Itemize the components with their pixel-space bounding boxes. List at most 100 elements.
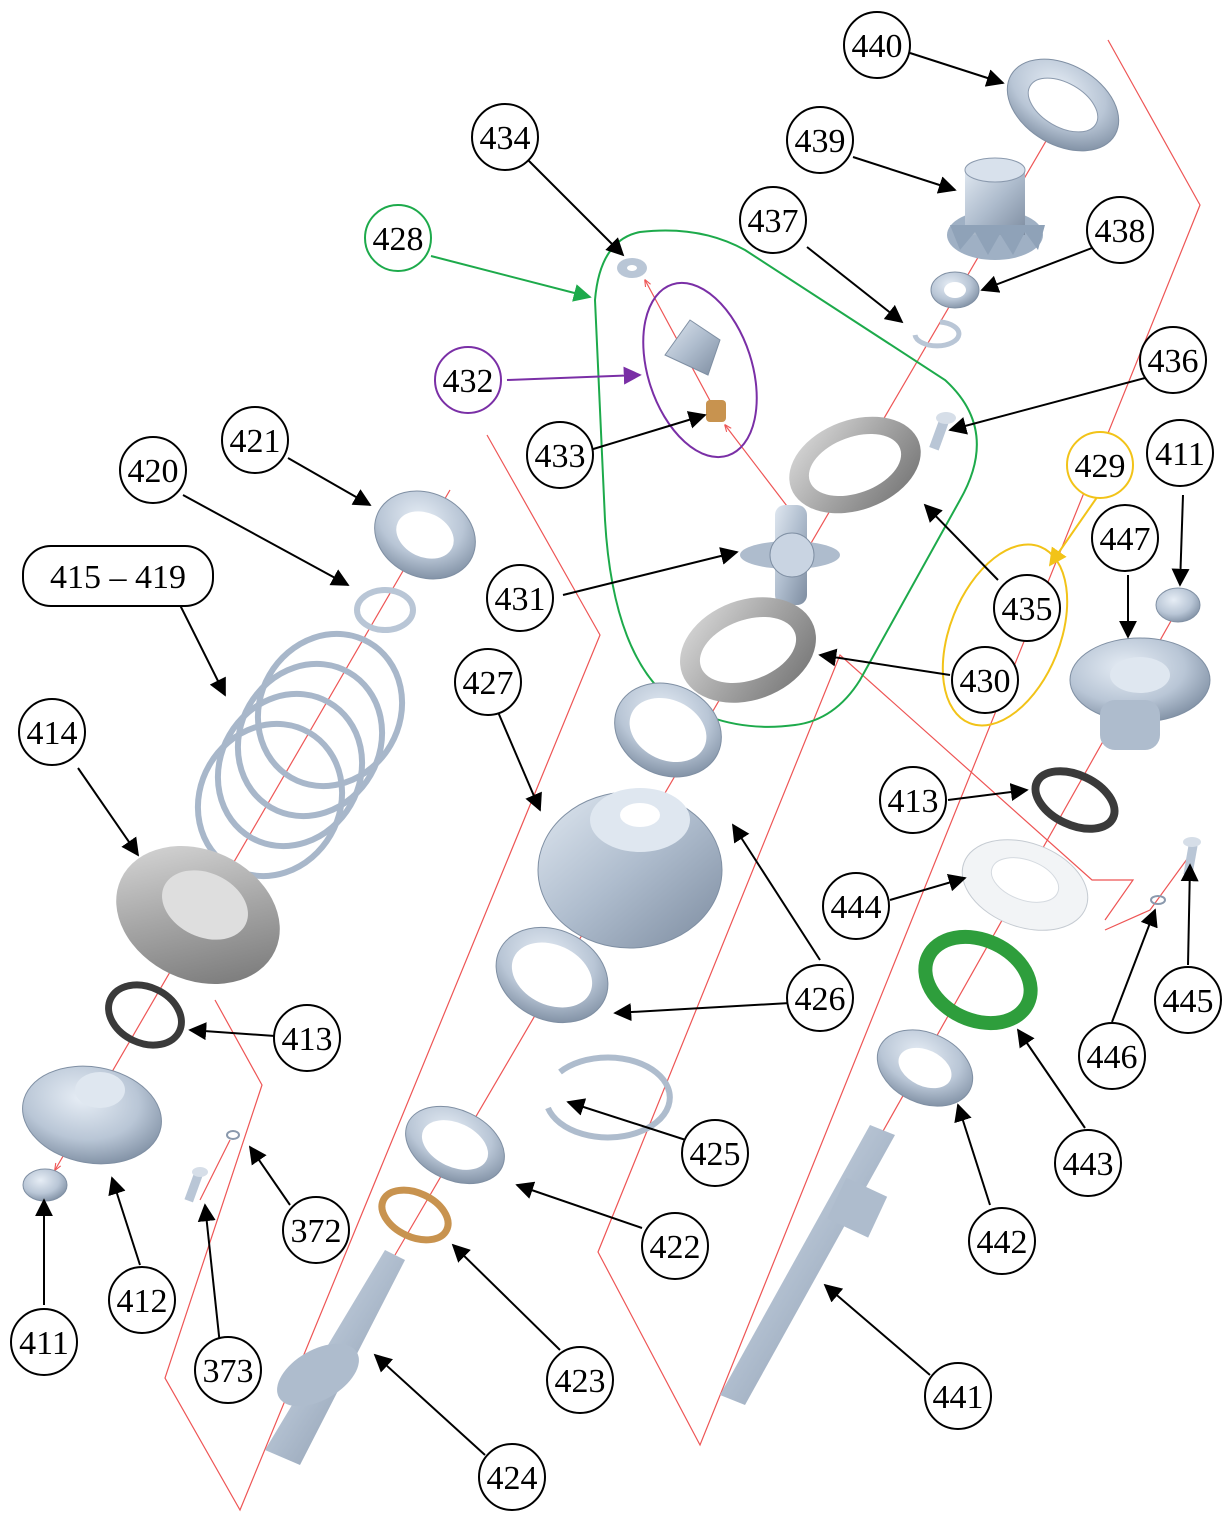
callout-434: 434 (471, 103, 539, 171)
part-427-crown-gear (537, 788, 723, 949)
callout-label: 441 (933, 1379, 984, 1416)
part-445-bolt (1183, 837, 1201, 876)
callout-423: 423 (546, 1346, 614, 1414)
part-438-small-bearing (930, 271, 980, 309)
part-421-bearing (374, 490, 476, 580)
part-432-bevel-gear (664, 319, 721, 376)
part-433-bushing (706, 400, 726, 422)
callout-label: 439 (795, 123, 846, 160)
callout-bubbles: 440 439 434 437 438 428 432 436 433 421 420 429 411 4… (10, 11, 1222, 1511)
callout-label: 442 (977, 1224, 1028, 1261)
callout-label: 423 (555, 1363, 606, 1400)
callout-429: 429 (1066, 431, 1134, 499)
callout-421: 421 (221, 406, 289, 474)
callout-label: 446 (1087, 1039, 1138, 1076)
group-outline-429 (941, 543, 1069, 727)
callout-439: 439 (786, 106, 854, 174)
callout-432: 432 (434, 346, 502, 414)
callout-label: 445 (1163, 983, 1214, 1020)
callout-label: 372 (291, 1213, 342, 1250)
callout-label: 411 (19, 1325, 69, 1362)
callout-411a: 411 (1146, 419, 1214, 487)
callout-label: 411 (1155, 436, 1205, 473)
part-436-bolt (929, 412, 956, 451)
part-420-shim (354, 587, 416, 633)
callout-414: 414 (18, 698, 86, 766)
callout-420: 420 (119, 436, 187, 504)
part-411-nut-left (22, 1168, 68, 1202)
callout-411b: 411 (10, 1308, 78, 1376)
callout-436: 436 (1139, 326, 1207, 394)
callout-label: 427 (463, 665, 514, 702)
part-437-circlip (912, 319, 962, 349)
part-413-seal-right (1031, 767, 1119, 833)
callout-label: 430 (960, 663, 1011, 700)
callout-428: 428 (364, 204, 432, 272)
part-413-seal-left (105, 981, 185, 1049)
callout-372: 372 (282, 1196, 350, 1264)
part-447-flange (1069, 637, 1211, 750)
group-outline-428 (593, 229, 978, 728)
callout-label: 426 (795, 981, 846, 1018)
part-430-housing-ring (680, 597, 816, 703)
callout-442: 442 (968, 1207, 1036, 1275)
part-443-gasket (918, 929, 1038, 1031)
callout-441: 441 (924, 1362, 992, 1430)
part-444-housing-cover (961, 839, 1089, 931)
part-423-thrust-washer (378, 1186, 452, 1244)
part-422-locking-ring (405, 1105, 505, 1185)
callout-425: 425 (681, 1119, 749, 1187)
callout-label: 422 (650, 1229, 701, 1266)
callout-427: 427 (454, 648, 522, 716)
callout-413a: 413 (879, 766, 947, 834)
callout-422: 422 (641, 1212, 709, 1280)
part-424-input-shaft (265, 1250, 405, 1465)
callout-label: 428 (373, 221, 424, 258)
callout-431: 431 (486, 564, 554, 632)
callout-label: 429 (1075, 448, 1126, 485)
callout-447: 447 (1091, 504, 1159, 572)
group-outline-432 (642, 281, 758, 459)
callout-435: 435 (993, 574, 1061, 642)
part-372-washer (226, 1130, 240, 1140)
callout-label: 433 (535, 438, 586, 475)
part-446-washer (1150, 895, 1166, 905)
callout-430: 430 (951, 646, 1019, 714)
callout-label: 424 (487, 1460, 538, 1497)
callout-440: 440 (843, 11, 911, 79)
callout-label: 432 (443, 363, 494, 400)
part-426-bearing-upper (614, 682, 722, 778)
callout-373: 373 (194, 1336, 262, 1404)
part-373-bolt (184, 1167, 208, 1203)
callout-412: 412 (108, 1266, 176, 1334)
leader-lines (35, 52, 1199, 1456)
callout-label: 431 (495, 581, 546, 618)
callout-label: 413 (888, 783, 939, 820)
callout-label: 420 (128, 453, 179, 490)
part-425-circlip (545, 1054, 673, 1141)
callout-label: 447 (1100, 521, 1151, 558)
callout-label: 444 (831, 889, 882, 926)
callout-437: 437 (739, 186, 807, 254)
part-439-pinion-gear (947, 157, 1045, 260)
callout-424: 424 (478, 1443, 546, 1511)
part-441-output-shaft (720, 1125, 895, 1405)
callout-label: 443 (1063, 1146, 1114, 1183)
callout-label: 434 (480, 120, 531, 157)
callout-label: 373 (203, 1353, 254, 1390)
callout-label: 438 (1095, 213, 1146, 250)
callout-label: 412 (117, 1283, 168, 1320)
callout-label: 425 (690, 1136, 741, 1173)
callout-444: 444 (822, 872, 890, 940)
callout-426: 426 (786, 964, 854, 1032)
part-435-housing-ring (789, 416, 921, 514)
callout-443: 443 (1054, 1129, 1122, 1197)
callout-label: 436 (1148, 343, 1199, 380)
callout-label: 415 – 419 (50, 559, 186, 596)
callout-415: 415 – 419 (22, 545, 214, 607)
part-426-bearing-lower (495, 926, 609, 1024)
callout-413b: 413 (273, 1004, 341, 1072)
part-411-nut-right (1155, 587, 1201, 623)
